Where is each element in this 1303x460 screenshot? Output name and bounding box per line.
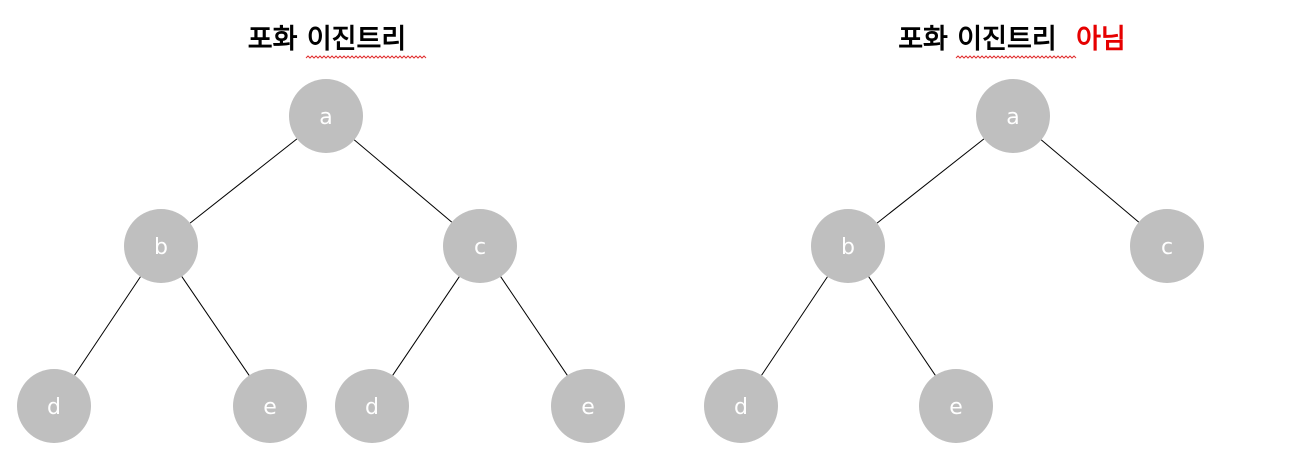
tree-edge-b-e [181,276,250,376]
tree-edge-a-c [1040,139,1140,223]
node-label: b [841,235,855,260]
tree-node-e: e [551,369,625,443]
left-tree-title: 포화 이진트리 [248,24,406,55]
tree-edge-b-d [74,276,141,376]
spellcheck-underline [955,55,1077,59]
node-label: e [949,395,963,420]
tree-node-b: b [811,209,885,283]
node-label: c [474,235,486,260]
tree-node-d: d [335,369,409,443]
tree-node-e: e [233,369,307,443]
node-circle [233,369,307,443]
tree-node-a: a [976,79,1050,153]
left-tree: a b c d e d e [17,79,625,443]
right-tree-title-suffix: 아님 [1076,24,1126,55]
right-tree-edges [761,138,1140,376]
right-tree-title: 포화 이진트리 아님 [898,24,1126,55]
node-circle [17,369,91,443]
node-circle [443,209,517,283]
node-label: a [319,105,332,130]
right-tree-title-text: 포화 이진트리 [898,24,1056,55]
right-tree-nodes: a b c d e [704,79,1204,443]
left-tree-nodes: a b c d e d e [17,79,625,443]
tree-node-c: c [1130,209,1204,283]
tree-node-d: d [17,369,91,443]
node-label: d [365,395,379,420]
node-circle [976,79,1050,153]
node-label: c [1161,235,1173,260]
node-label: a [1006,105,1019,130]
node-circle [289,79,363,153]
node-label: b [154,235,168,260]
node-circle [551,369,625,443]
tree-node-e: e [919,369,993,443]
tree-edge-c-d [392,276,460,376]
node-circle [335,369,409,443]
node-label: e [263,395,277,420]
tree-node-a: a [289,79,363,153]
right-tree: a b c d e [704,79,1204,443]
spellcheck-underline [305,55,427,59]
tree-node-b: b [124,209,198,283]
node-circle [919,369,993,443]
node-circle [811,209,885,283]
tree-edge-b-d [761,276,828,376]
node-circle [124,209,198,283]
tree-edge-c-e [500,276,568,376]
node-label: e [581,395,595,420]
tree-edge-a-b [876,138,985,224]
tree-edge-a-c [353,139,453,223]
tree-node-c: c [443,209,517,283]
left-tree-edges [74,138,568,376]
node-label: d [734,395,748,420]
node-circle [704,369,778,443]
node-circle [1130,209,1204,283]
node-label: d [47,395,61,420]
left-tree-title-text: 포화 이진트리 [248,24,406,55]
tree-edge-a-b [189,138,298,224]
tree-edge-b-e [868,276,936,376]
tree-node-d: d [704,369,778,443]
